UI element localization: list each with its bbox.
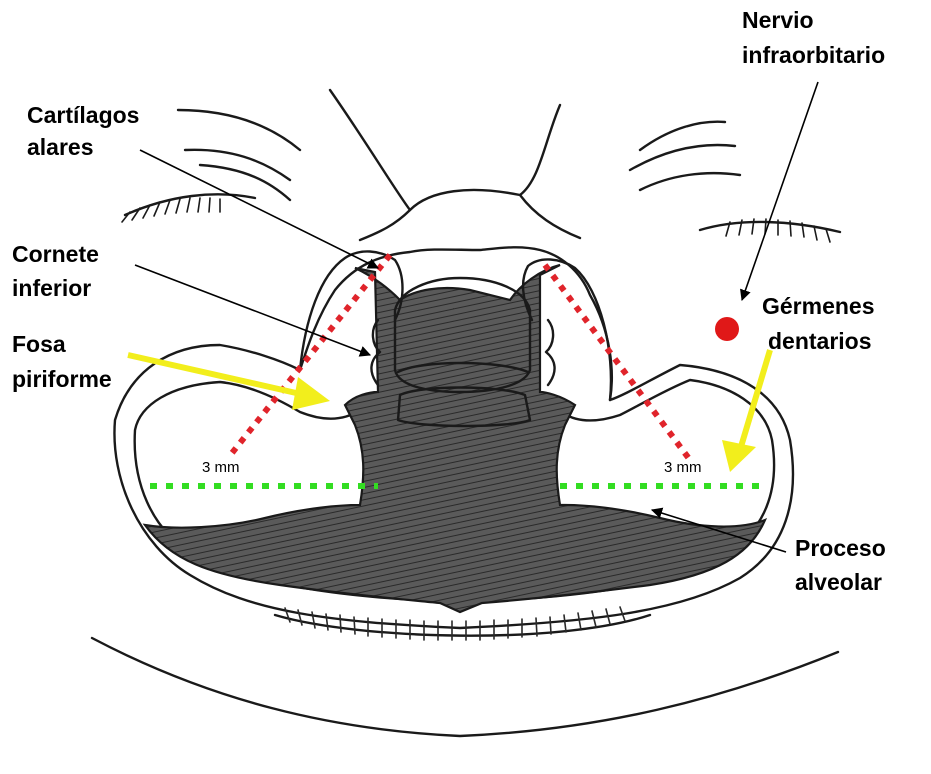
cartilagos-leader-line	[140, 150, 378, 268]
nervio-label-line2: infraorbitario	[742, 42, 885, 68]
germenes-label-line1: Gérmenes	[762, 293, 875, 319]
alveolar-process-shading	[145, 265, 765, 612]
nasal-dorsum-outline	[330, 90, 560, 210]
dental-germs-yellow-arrow	[722, 350, 770, 472]
right-eye-sketch	[630, 122, 840, 242]
mm-label-left: 3 mm	[202, 459, 240, 476]
fosa-label-line2: piriforme	[12, 366, 112, 392]
nervio-label-line1: Nervio	[742, 7, 814, 33]
proceso-label-line1: Proceso	[795, 535, 886, 561]
germenes-label-line2: dentarios	[768, 328, 872, 354]
right-alar-cartilage-dotted-line	[545, 265, 690, 460]
cartilagos-label-line1: Cartílagos	[27, 102, 139, 128]
cartilagos-label-line2: alares	[27, 134, 94, 160]
left-eye-sketch	[122, 110, 300, 222]
infraorbital-nerve-red-dot	[715, 317, 739, 341]
fosa-label-line1: Fosa	[12, 331, 66, 357]
cornete-label-line2: inferior	[12, 275, 91, 301]
cornete-label-line1: Cornete	[12, 241, 99, 267]
proceso-label-line2: alveolar	[795, 569, 882, 595]
nervio-leader-line	[742, 82, 818, 300]
mm-label-right: 3 mm	[664, 459, 702, 476]
chin-contour	[92, 638, 838, 736]
cornete-leader-line	[135, 265, 370, 355]
